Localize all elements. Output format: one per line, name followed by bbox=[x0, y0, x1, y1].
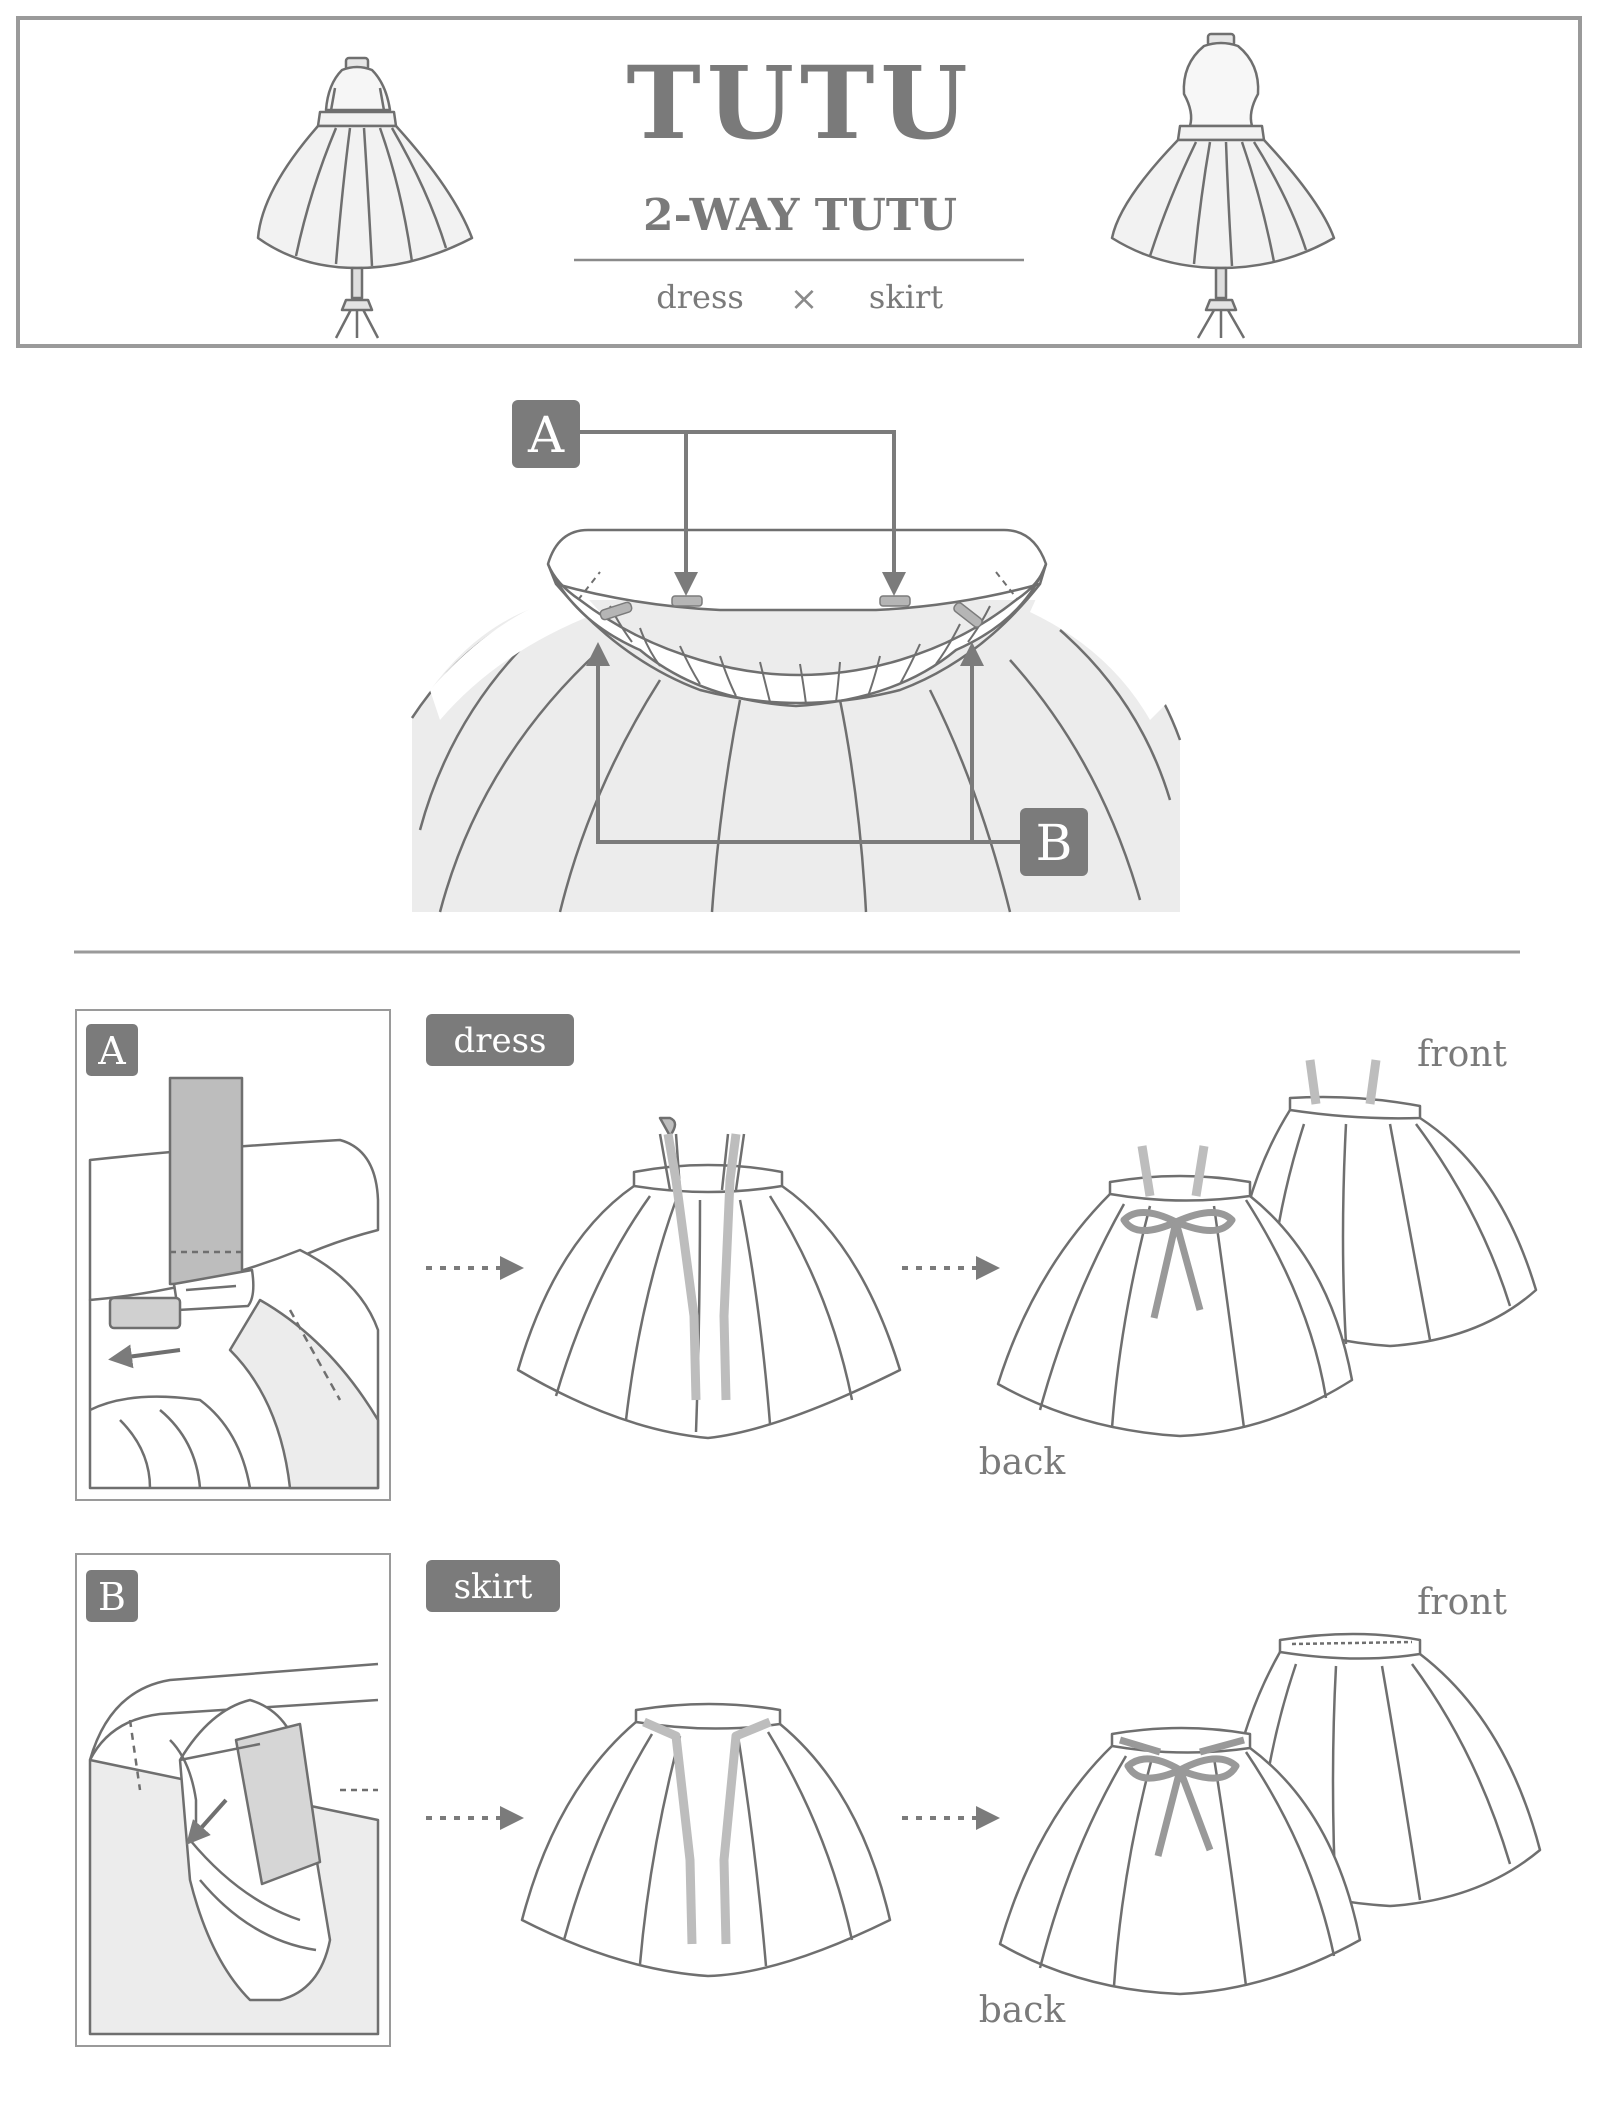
dress-tutu-straps-loose bbox=[518, 1118, 900, 1438]
mode-separator: × bbox=[790, 279, 819, 319]
skirt-tutu-ribbon-loose bbox=[522, 1704, 890, 1976]
page-title: TUTU bbox=[626, 44, 973, 162]
dress-back-label: back bbox=[979, 1442, 1067, 1483]
dress-front-label: front bbox=[1417, 1034, 1507, 1075]
skirt-tag-label: skirt bbox=[454, 1567, 533, 1607]
mode-label-skirt: skirt bbox=[869, 278, 943, 316]
strap-tab-right bbox=[880, 596, 910, 606]
dress-row: A dress bbox=[76, 1010, 1536, 1500]
dress-detail-badge-label: A bbox=[97, 1029, 126, 1073]
mode-label-dress: dress bbox=[656, 278, 744, 316]
dress-tag-label: dress bbox=[453, 1021, 546, 1061]
skirt-back-label: back bbox=[979, 1990, 1067, 2031]
header-banner: TUTU 2-WAY TUTU dress × skirt bbox=[18, 18, 1580, 346]
skirt-detail-badge-label: B bbox=[98, 1575, 126, 1619]
strap-tab-left bbox=[672, 596, 702, 606]
skirt-front-label: front bbox=[1417, 1582, 1507, 1623]
skirt-row: B skirt bbox=[76, 1554, 1540, 2046]
callout-b-label: B bbox=[1036, 814, 1073, 872]
callout-a-label: A bbox=[527, 406, 565, 464]
page-subtitle: 2-WAY TUTU bbox=[643, 190, 957, 241]
